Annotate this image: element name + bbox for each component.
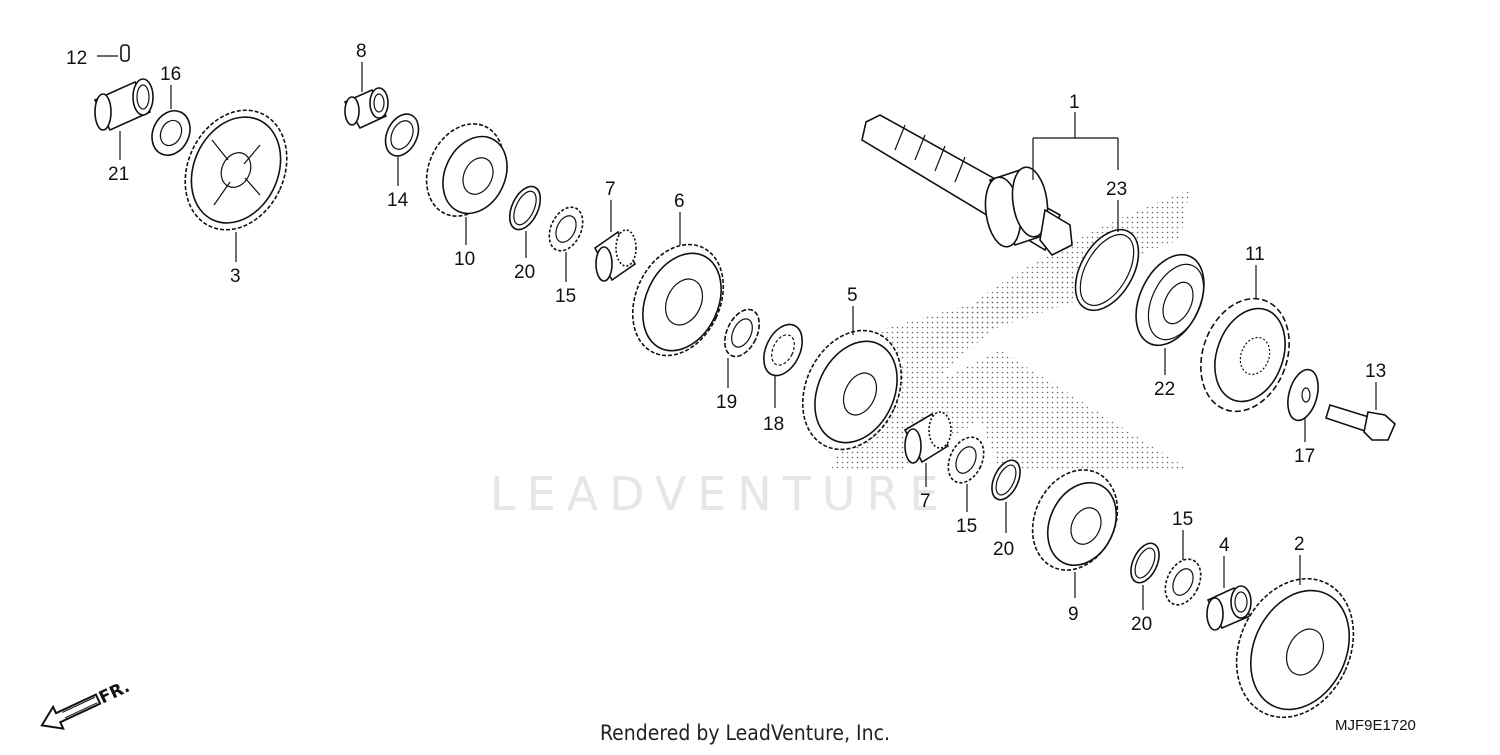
part-16-washer[interactable]	[145, 105, 197, 162]
callout-21[interactable]: 21	[108, 164, 129, 185]
callout-5[interactable]: 5	[847, 285, 858, 306]
callout-20c[interactable]: 20	[1131, 614, 1152, 635]
callout-9[interactable]: 9	[1068, 604, 1079, 625]
callout-16[interactable]: 16	[160, 64, 181, 85]
part-11-drive-sprocket[interactable]	[1186, 286, 1305, 424]
leader-lines	[97, 55, 1377, 610]
part-2-gear[interactable]	[1215, 560, 1376, 737]
callout-6[interactable]: 6	[674, 191, 685, 212]
part-12-pin[interactable]	[120, 44, 130, 62]
part-14-washer[interactable]	[379, 109, 425, 162]
callout-11[interactable]: 11	[1245, 244, 1265, 265]
part-22-oil-seal[interactable]	[1123, 244, 1218, 356]
callout-7a[interactable]: 7	[605, 179, 616, 200]
front-direction-arrow: FR.	[40, 677, 133, 730]
part-20-circlip-c[interactable]	[1125, 539, 1165, 587]
callout-12[interactable]: 12	[66, 48, 87, 69]
diagram-code: MJF9E1720	[1335, 717, 1416, 734]
callout-22[interactable]: 22	[1154, 379, 1175, 400]
callout-7b[interactable]: 7	[920, 491, 931, 512]
part-7-needle-bearing-b[interactable]	[903, 411, 952, 464]
callout-1[interactable]: 1	[1069, 92, 1080, 113]
callout-18[interactable]: 18	[763, 414, 784, 435]
fr-label: FR.	[96, 677, 133, 708]
callout-19[interactable]: 19	[716, 392, 737, 413]
callout-15c[interactable]: 15	[1172, 509, 1193, 530]
part-15-washer-c[interactable]	[1158, 553, 1207, 610]
footer-credit: Rendered by LeadVenture, Inc.	[600, 721, 890, 745]
callout-17[interactable]: 17	[1294, 446, 1315, 467]
callout-labels: 12 16 21 3 8 14 10 20 15 7 6 19 18 5 7 1…	[66, 41, 1386, 635]
part-23-snap-ring[interactable]	[1062, 219, 1151, 321]
part-5-gear[interactable]	[784, 314, 920, 465]
part-1-countershaft[interactable]	[861, 114, 1073, 257]
part-20-circlip-a[interactable]	[503, 182, 546, 235]
part-20-circlip-b[interactable]	[986, 456, 1026, 504]
part-21-bearing[interactable]	[93, 78, 154, 132]
callout-15a[interactable]: 15	[555, 286, 576, 307]
part-4-collar[interactable]	[1206, 585, 1252, 631]
callout-14[interactable]: 14	[387, 190, 409, 211]
callout-20b[interactable]: 20	[993, 539, 1014, 560]
callout-8[interactable]: 8	[356, 41, 367, 62]
part-6-gear[interactable]	[615, 230, 740, 371]
callout-10[interactable]: 10	[454, 249, 475, 270]
callout-3[interactable]: 3	[230, 266, 241, 287]
part-15-washer-b[interactable]	[941, 431, 990, 488]
part-13-bolt[interactable]	[1325, 403, 1396, 441]
part-15-washer-a[interactable]	[543, 202, 590, 256]
watermark-text: LEADVENTURE	[490, 467, 950, 521]
callout-15b[interactable]: 15	[956, 516, 977, 537]
part-9-gear[interactable]	[1017, 456, 1133, 584]
part-10-gear[interactable]	[412, 111, 519, 228]
part-7-needle-bearing-a[interactable]	[593, 229, 637, 282]
callout-13[interactable]: 13	[1365, 361, 1386, 382]
callout-2[interactable]: 2	[1294, 534, 1305, 555]
part-17-washer[interactable]	[1283, 366, 1324, 423]
part-8-collar[interactable]	[343, 87, 389, 130]
part-19-lock-washer[interactable]	[718, 304, 766, 362]
callout-20a[interactable]: 20	[514, 262, 535, 283]
callout-23[interactable]: 23	[1106, 179, 1127, 200]
part-3-gear[interactable]	[166, 94, 305, 247]
part-18-spline-washer[interactable]	[756, 318, 810, 381]
callout-4[interactable]: 4	[1219, 535, 1230, 556]
